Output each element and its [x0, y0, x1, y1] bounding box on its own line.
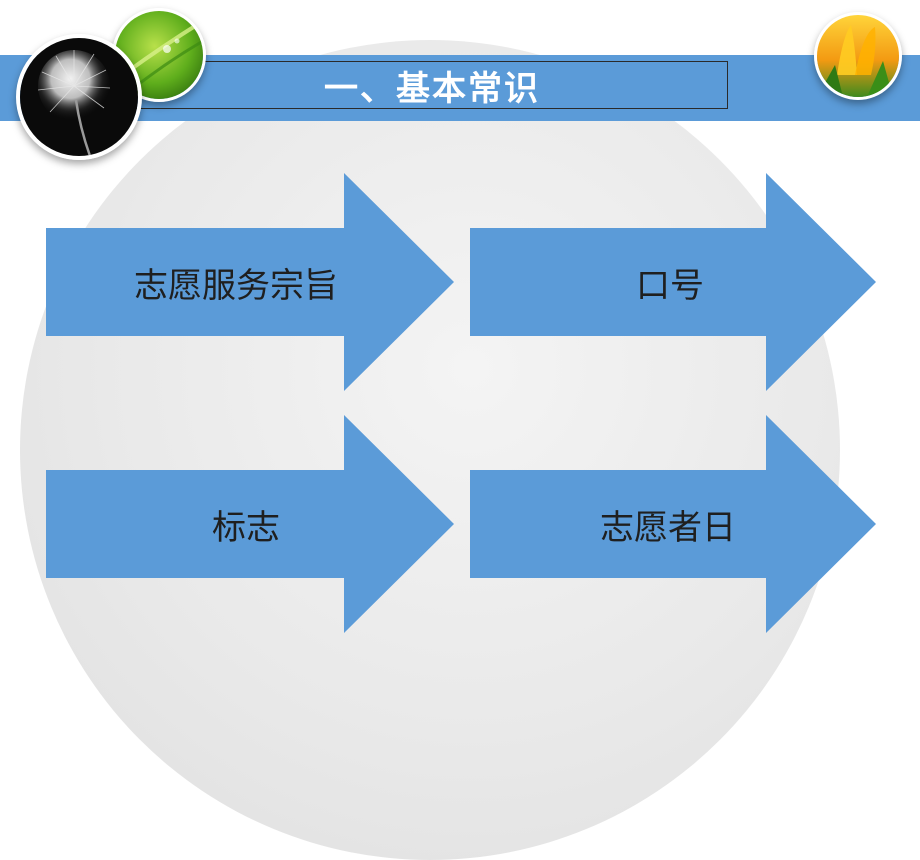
arrow-item-2: 口号: [470, 173, 876, 391]
arrow-label: 志愿服务宗旨: [134, 265, 338, 306]
dandelion-image: [16, 34, 142, 160]
arrow-label: 标志: [212, 507, 280, 548]
arrow-shape: [470, 173, 876, 391]
arrow-label: 志愿者日: [600, 507, 736, 548]
tulip-image: [814, 12, 902, 100]
arrow-shape: [46, 173, 454, 391]
green-leaf-image: [112, 8, 206, 102]
arrow-item-1: 志愿服务宗旨: [46, 173, 454, 391]
arrow-shape: [470, 415, 876, 633]
arrow-label: 口号: [636, 265, 704, 306]
page-title: 一、基本常识: [324, 68, 540, 109]
title-box: 一、基本常识: [124, 61, 728, 109]
arrow-item-3: 标志: [46, 415, 454, 633]
arrow-item-4: 志愿者日: [470, 415, 876, 633]
arrow-shape: [46, 415, 454, 633]
